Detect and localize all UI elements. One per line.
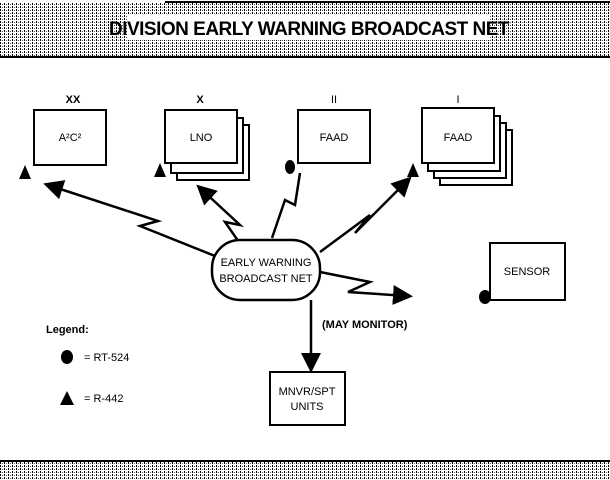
- may-monitor-note: (MAY MONITOR): [322, 319, 408, 331]
- sensor-label: SENSOR: [504, 266, 551, 278]
- faad-ii-box: [297, 109, 371, 164]
- mnvr-line2: UNITS: [291, 401, 324, 413]
- faad-i-box: [421, 107, 495, 164]
- circle-icon: [61, 350, 73, 364]
- a2c2-echelon: XX: [66, 94, 81, 106]
- triangle-icon: [154, 163, 166, 177]
- lno-echelon: X: [196, 94, 204, 106]
- lno-box: [164, 109, 238, 164]
- triangle-icon: [19, 165, 31, 179]
- faad-i-label: FAAD: [444, 132, 473, 144]
- legend-item-label: = R-442: [84, 393, 123, 405]
- hub-line1: EARLY WARNING: [221, 257, 312, 269]
- legend-title: Legend:: [46, 324, 89, 336]
- page-title: DIVISION EARLY WARNING BROADCAST NET: [109, 19, 510, 40]
- faad-ii-label: FAAD: [320, 132, 349, 144]
- link-faad-ii: [270, 172, 302, 239]
- a2c2-box: [33, 109, 107, 166]
- bottom-band: [0, 462, 610, 480]
- link-sensor: [319, 270, 413, 305]
- triangle-icon: [407, 163, 419, 177]
- faad-ii-echelon: II: [331, 94, 337, 106]
- a2c2-label: A²C²: [59, 132, 82, 144]
- link-faad-i: [319, 176, 412, 254]
- faad-i-echelon: I: [456, 94, 459, 106]
- legend: Legend: = RT-524 = R-442: [46, 324, 129, 405]
- triangle-icon: [60, 391, 74, 405]
- link-a2c2: [43, 180, 251, 272]
- lno-label: LNO: [190, 132, 213, 144]
- mnvr-box: [269, 371, 346, 426]
- sensor-box: [489, 242, 566, 301]
- circle-icon: [479, 290, 491, 304]
- broadcast-net-hub: [210, 238, 322, 302]
- mnvr-line1: MNVR/SPT: [279, 386, 336, 398]
- hub-line2: BROADCAST NET: [219, 273, 313, 285]
- circle-icon: [285, 160, 295, 174]
- legend-item-label: = RT-524: [84, 352, 129, 364]
